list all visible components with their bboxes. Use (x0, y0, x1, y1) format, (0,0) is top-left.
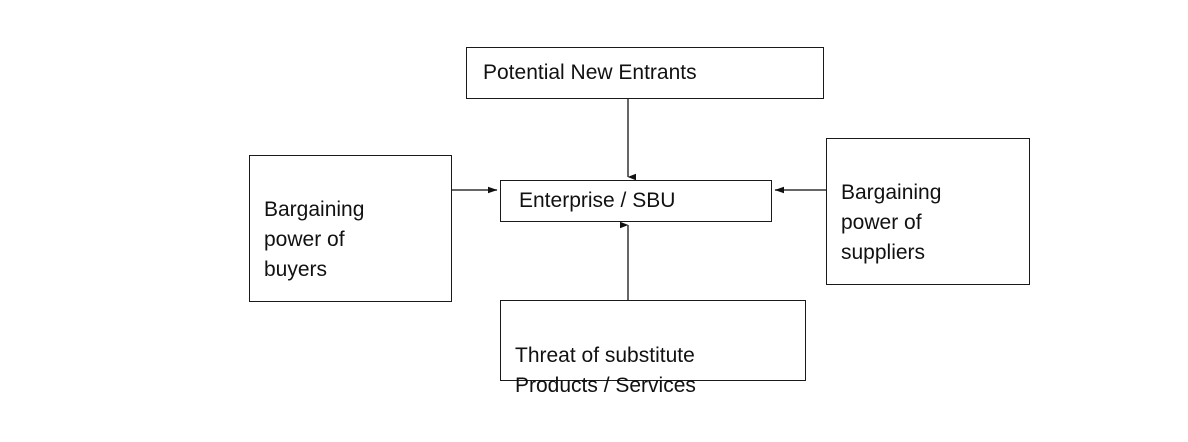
node-threat-of-substitute-products-services-label: Threat of substitute Products / Services (515, 344, 696, 397)
node-threat-of-substitute-products-services[interactable]: Threat of substitute Products / Services (500, 300, 806, 397)
node-bargaining-power-of-buyers[interactable]: Bargaining power of buyers (249, 155, 452, 302)
node-bargaining-power-of-suppliers[interactable]: Bargaining power of suppliers (826, 138, 1030, 285)
node-bargaining-power-of-suppliers-label: Bargaining power of suppliers (841, 181, 942, 264)
node-bargaining-power-of-buyers-label: Bargaining power of buyers (264, 198, 365, 281)
node-potential-new-entrants[interactable]: Potential New Entrants (466, 47, 824, 99)
node-potential-new-entrants-label: Potential New Entrants (483, 61, 697, 84)
node-enterprise-sbu-label: Enterprise / SBU (519, 189, 676, 212)
node-enterprise-sbu[interactable]: Enterprise / SBU (500, 180, 772, 222)
